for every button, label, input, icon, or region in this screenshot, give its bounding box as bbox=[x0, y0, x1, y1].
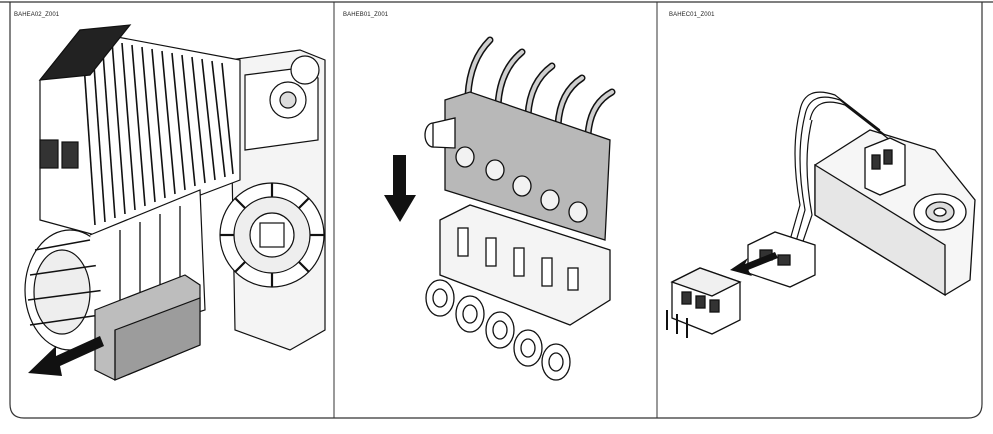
terminal-block bbox=[444, 91, 611, 241]
socket-block bbox=[439, 204, 611, 326]
panel-2-illustration bbox=[424, 36, 616, 381]
panel-3-illustration bbox=[666, 91, 976, 338]
down-arrow-icon bbox=[384, 155, 416, 222]
insert-arrow-icon bbox=[730, 252, 778, 276]
panel-1-illustration bbox=[24, 24, 326, 381]
slide-out-arrow-icon bbox=[28, 336, 104, 376]
panel-1-code: BAHEA02_Z001 bbox=[14, 12, 60, 18]
panel-2-code: BAHEB01_Z001 bbox=[343, 12, 389, 18]
panel-3-code: BAHEC01_Z001 bbox=[669, 12, 715, 18]
outer-border bbox=[9, 2, 983, 419]
